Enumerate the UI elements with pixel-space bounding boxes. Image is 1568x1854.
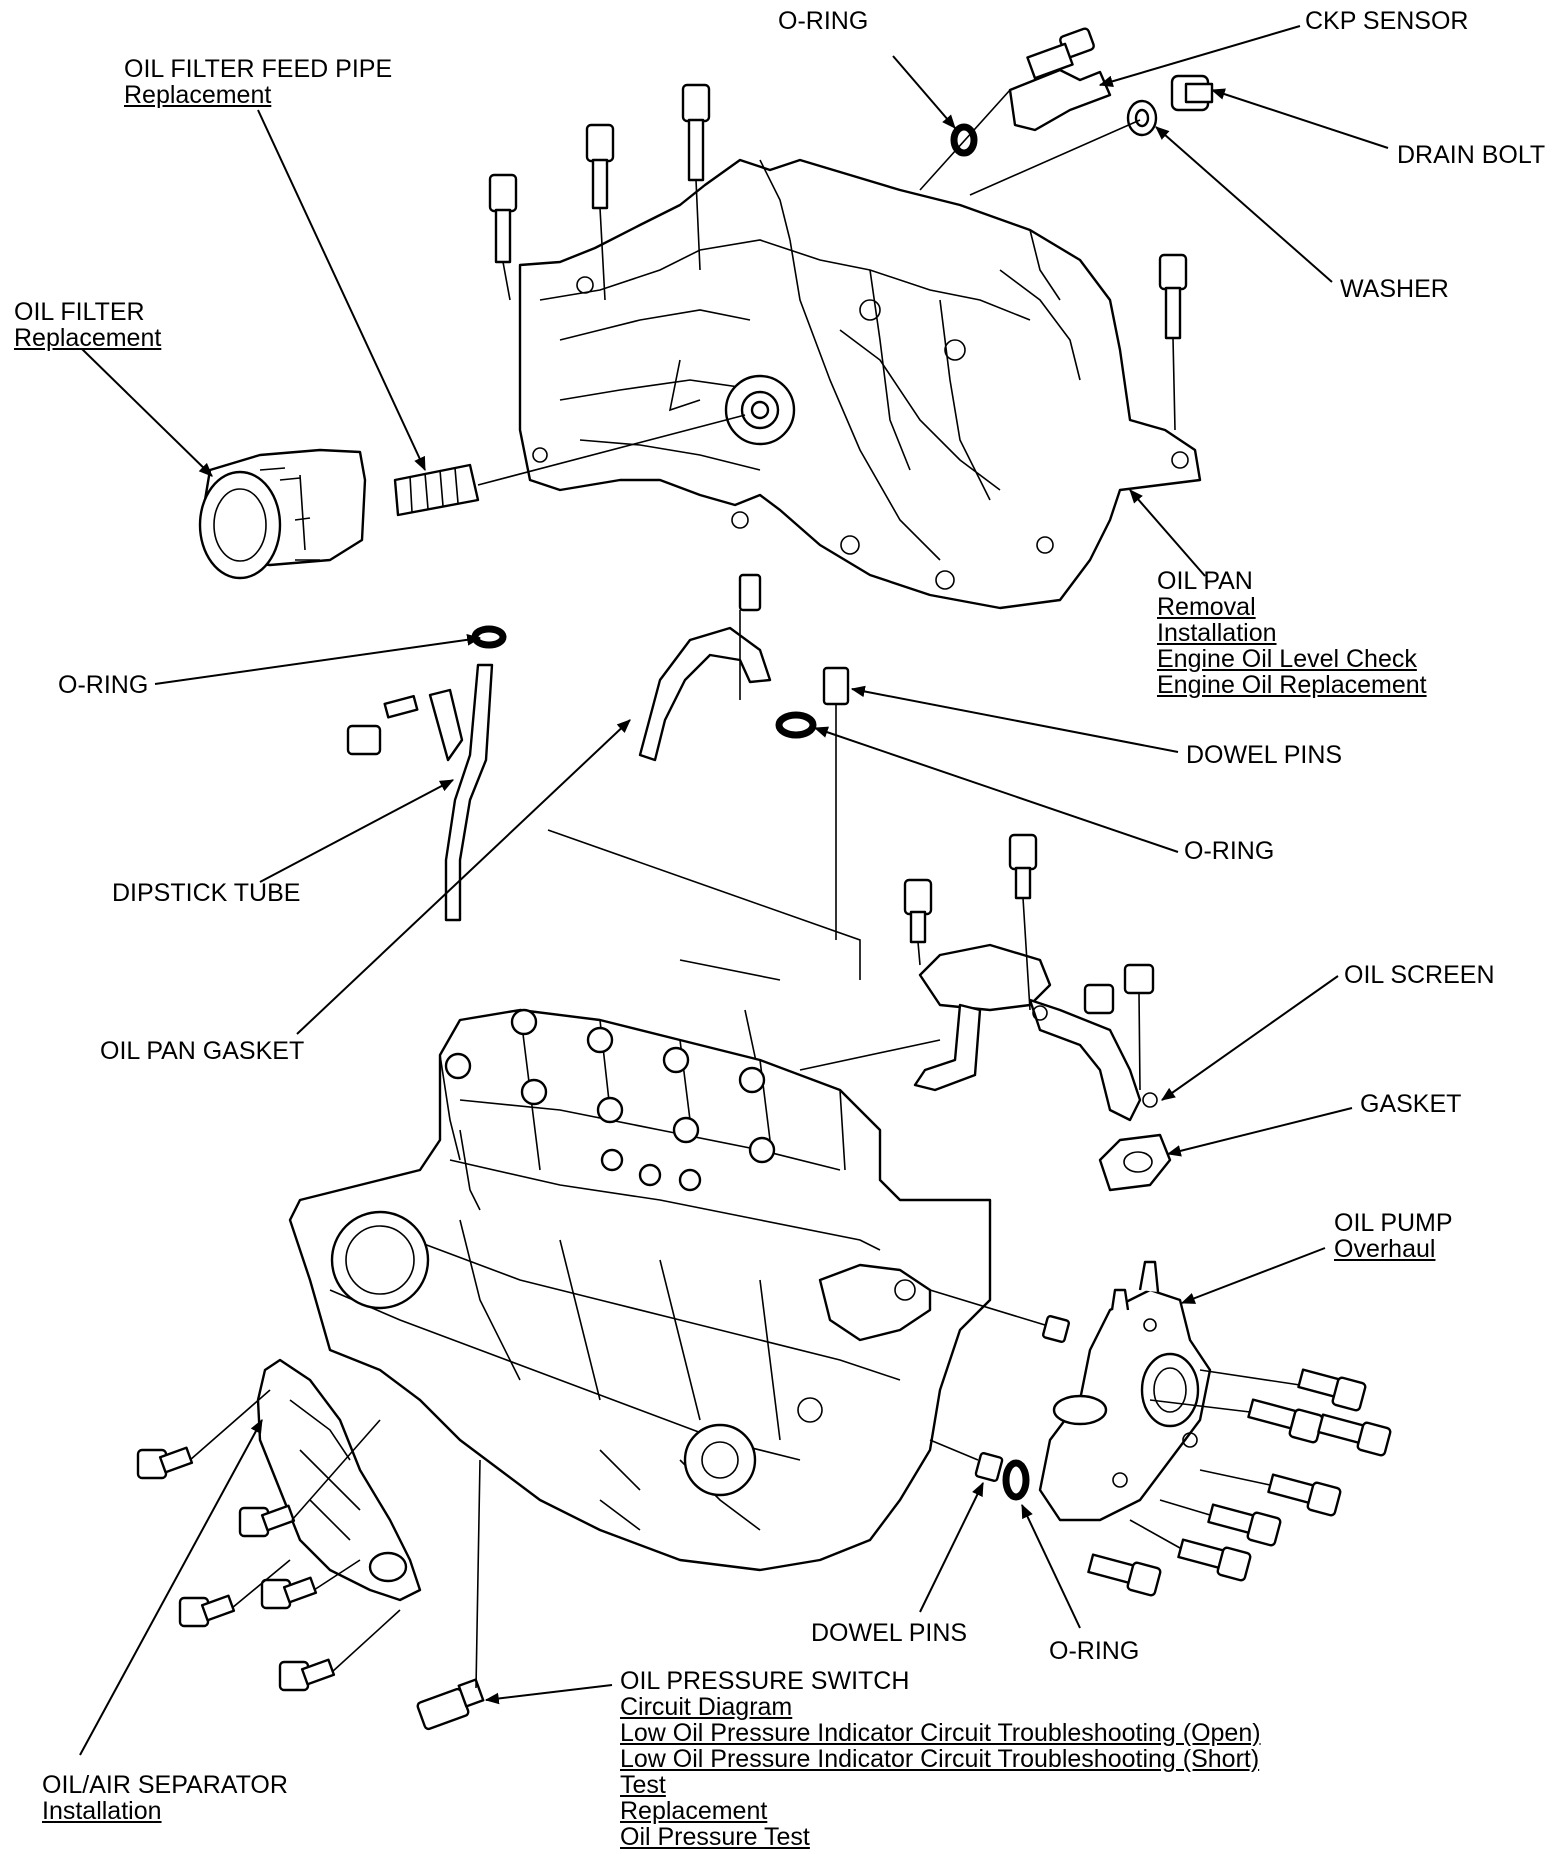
- label-title: CKP SENSOR: [1305, 7, 1469, 35]
- engine-block-part: [288, 1008, 992, 1572]
- link-replacement[interactable]: Replacement: [14, 324, 162, 352]
- o-ring-middle-part[interactable]: [775, 711, 817, 739]
- oil-pressure-switch-part[interactable]: [416, 1678, 485, 1731]
- label-title: WASHER: [1340, 275, 1449, 303]
- label-o-ring-top: O-RING: [778, 8, 868, 34]
- link-engine-oil-replacement[interactable]: Engine Oil Replacement: [1157, 671, 1427, 699]
- label-title: O-RING: [778, 7, 869, 35]
- oil-filter-feed-pipe-part[interactable]: [393, 463, 480, 517]
- label-title: DRAIN BOLT: [1397, 141, 1546, 169]
- link-overhaul[interactable]: Overhaul: [1334, 1235, 1436, 1263]
- oil-pan-part[interactable]: [518, 158, 1202, 610]
- label-oil-air-separator: OIL/AIR SEPARATOR Installation: [42, 1772, 288, 1824]
- label-oil-pressure-switch: OIL PRESSURE SWITCH Circuit Diagram Low …: [620, 1668, 1261, 1850]
- dowel-pins-upper-part[interactable]: [738, 573, 850, 706]
- oil-pan-bolts: [488, 83, 1188, 340]
- label-title: O-RING: [1184, 837, 1275, 865]
- label-oil-filter-feed-pipe: OIL FILTER FEED PIPE Replacement: [124, 56, 392, 108]
- label-dowel-pins-upper: DOWEL PINS: [1186, 742, 1342, 768]
- label-o-ring-middle: O-RING: [1184, 838, 1274, 864]
- label-title: GASKET: [1360, 1090, 1462, 1118]
- oil-screen-fasteners: [903, 833, 1155, 1015]
- label-title: OIL PAN: [1157, 567, 1253, 595]
- oil-pump-part[interactable]: [1038, 1260, 1212, 1522]
- label-title: O-RING: [58, 671, 149, 699]
- label-dowel-pins-lower: DOWEL PINS: [811, 1620, 967, 1646]
- link-engine-oil-level-check[interactable]: Engine Oil Level Check: [1157, 645, 1417, 673]
- label-title: OIL SCREEN: [1344, 961, 1495, 989]
- o-ring-top-part[interactable]: [950, 123, 978, 157]
- label-title: OIL FILTER FEED PIPE: [124, 55, 393, 83]
- ckp-sensor-part[interactable]: [1008, 27, 1112, 132]
- label-title: DOWEL PINS: [1186, 741, 1343, 769]
- label-title: OIL PAN GASKET: [100, 1037, 305, 1065]
- oil-pump-bolts: [1087, 1368, 1392, 1597]
- label-oil-screen: OIL SCREEN: [1344, 962, 1495, 988]
- drain-bolt-part[interactable]: [1170, 74, 1214, 112]
- dipstick-tube-part[interactable]: [346, 663, 494, 922]
- link-replacement[interactable]: Replacement: [124, 81, 272, 109]
- oil-air-separator-part[interactable]: [256, 1358, 422, 1602]
- label-title: OIL/AIR SEPARATOR: [42, 1771, 288, 1799]
- leader-lines: [79, 25, 1389, 1756]
- label-title: DIPSTICK TUBE: [112, 879, 301, 907]
- label-o-ring-bottom: O-RING: [1049, 1638, 1139, 1664]
- oil-pan-gasket-part[interactable]: [638, 626, 772, 762]
- label-oil-pump: OIL PUMP Overhaul: [1334, 1210, 1453, 1262]
- label-washer: WASHER: [1340, 276, 1449, 302]
- label-ckp-sensor: CKP SENSOR: [1305, 8, 1468, 34]
- label-o-ring-dipstick: O-RING: [58, 672, 148, 698]
- label-title: O-RING: [1049, 1637, 1140, 1665]
- label-title: DOWEL PINS: [811, 1619, 968, 1647]
- label-oil-pan-gasket: OIL PAN GASKET: [100, 1038, 304, 1064]
- label-oil-pan: OIL PAN Removal Installation Engine Oil …: [1157, 568, 1427, 698]
- label-title: OIL PUMP: [1334, 1209, 1453, 1237]
- label-title: OIL PRESSURE SWITCH: [620, 1667, 910, 1695]
- label-title: OIL FILTER: [14, 298, 145, 326]
- o-ring-dipstick-part[interactable]: [471, 625, 507, 649]
- separator-bolts: [136, 1446, 336, 1692]
- link-installation[interactable]: Installation: [42, 1797, 162, 1825]
- link-circuit-diagram[interactable]: Circuit Diagram: [620, 1693, 793, 1721]
- washer-part[interactable]: [1126, 99, 1158, 137]
- label-gasket: GASKET: [1360, 1091, 1461, 1117]
- link-test[interactable]: Test: [620, 1771, 666, 1799]
- label-drain-bolt: DRAIN BOLT: [1397, 142, 1545, 168]
- label-dipstick-tube: DIPSTICK TUBE: [112, 880, 300, 906]
- oil-filter-part[interactable]: [198, 448, 367, 580]
- link-installation[interactable]: Installation: [1157, 619, 1277, 647]
- link-oil-pressure-test[interactable]: Oil Pressure Test: [620, 1823, 810, 1851]
- dowel-pins-lower-part[interactable]: [974, 1315, 1070, 1482]
- link-removal[interactable]: Removal: [1157, 593, 1256, 621]
- link-troubleshooting-open[interactable]: Low Oil Pressure Indicator Circuit Troub…: [620, 1719, 1261, 1747]
- label-oil-filter: OIL FILTER Replacement: [14, 299, 161, 351]
- gasket-part[interactable]: [1098, 1133, 1172, 1192]
- link-replacement[interactable]: Replacement: [620, 1797, 768, 1825]
- oil-screen-part[interactable]: [913, 943, 1158, 1122]
- o-ring-bottom-part[interactable]: [1002, 1459, 1030, 1501]
- link-troubleshooting-short[interactable]: Low Oil Pressure Indicator Circuit Troub…: [620, 1745, 1260, 1773]
